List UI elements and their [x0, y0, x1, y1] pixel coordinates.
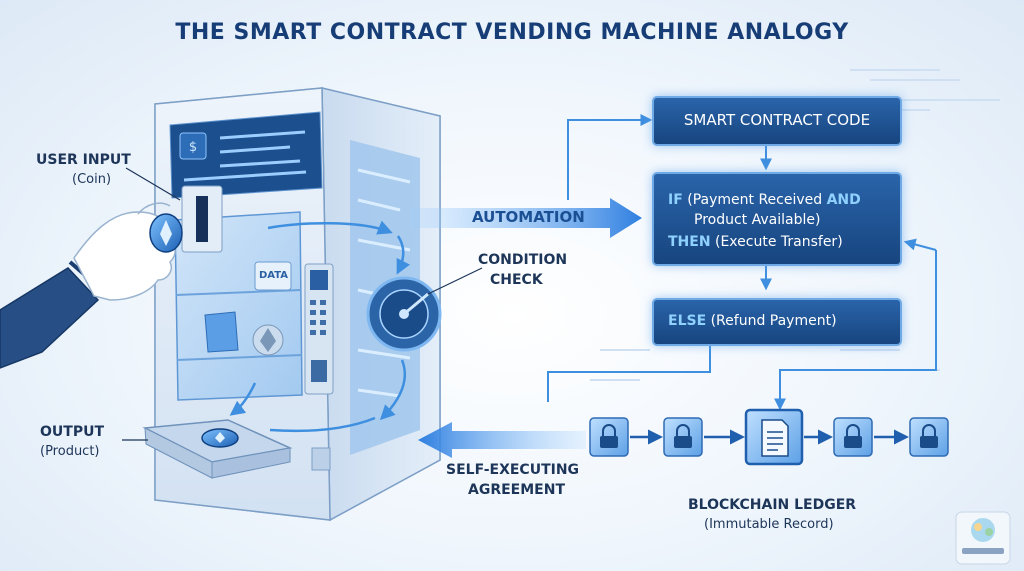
smart-contract-code-box: SMART CONTRACT CODE — [652, 96, 902, 146]
else-line: ELSE (Refund Payment) — [668, 313, 837, 329]
if-condition-line2: Product Available) — [694, 212, 821, 228]
coin-output-icon — [201, 428, 239, 448]
document-icon — [761, 419, 789, 457]
then-action-text: (Execute Transfer) — [715, 234, 843, 250]
dial-icon — [366, 276, 442, 352]
svg-text:$: $ — [189, 140, 197, 155]
code-flow-connectors — [547, 114, 937, 411]
user-input-label: USER INPUT — [36, 152, 131, 168]
corner-logo — [955, 511, 1011, 565]
then-keyword: THEN — [668, 234, 711, 250]
block-2 — [663, 417, 703, 457]
internal-flow-arrows — [229, 220, 411, 433]
self-executing-arrow — [418, 422, 586, 458]
condition-check-label-line2: CHECK — [490, 272, 543, 288]
user-input-sublabel: (Coin) — [72, 172, 112, 187]
block-4 — [833, 417, 873, 457]
automation-arrow — [410, 198, 642, 238]
lock-icon — [844, 424, 862, 448]
smart-contract-code-title: SMART CONTRACT CODE — [683, 111, 871, 129]
if-then-box: IF (Payment Received AND Product Availab… — [652, 172, 902, 266]
if-condition-text: (Payment Received — [687, 192, 823, 208]
condition-pointer — [427, 267, 483, 295]
block-5 — [909, 417, 949, 457]
hand-icon — [0, 202, 176, 369]
user-input-pointer — [125, 167, 181, 201]
else-keyword: ELSE — [668, 313, 707, 329]
if-line: IF (Payment Received AND — [668, 192, 861, 208]
lock-icon — [600, 424, 618, 448]
output-sublabel: (Product) — [40, 444, 100, 459]
blockchain-ledger-sublabel: (Immutable Record) — [704, 517, 834, 532]
output-label: OUTPUT — [40, 424, 104, 440]
else-action-text: (Refund Payment) — [710, 313, 837, 329]
block-1 — [589, 417, 629, 457]
else-box: ELSE (Refund Payment) — [652, 298, 902, 346]
blockchain-ledger-label: BLOCKCHAIN LEDGER — [688, 497, 857, 513]
and-keyword: AND — [826, 192, 861, 208]
vending-machine-icon: $ — [142, 87, 441, 522]
if-keyword: IF — [668, 192, 683, 208]
data-tag: DATA — [259, 270, 289, 281]
condition-check-label-line1: CONDITION — [478, 252, 568, 268]
blockchain-ledger-chain — [589, 408, 949, 466]
self-executing-label-line2: AGREEMENT — [468, 482, 565, 498]
automation-label: AUTOMATION — [472, 208, 585, 226]
then-line: THEN (Execute Transfer) — [668, 234, 843, 250]
page-title: THE SMART CONTRACT VENDING MACHINE ANALO… — [175, 20, 849, 45]
lock-icon — [920, 424, 938, 448]
coin-icon — [149, 213, 183, 253]
self-executing-label-line1: SELF-EXECUTING — [446, 462, 580, 478]
lock-icon — [674, 424, 692, 448]
block-current — [744, 408, 804, 466]
